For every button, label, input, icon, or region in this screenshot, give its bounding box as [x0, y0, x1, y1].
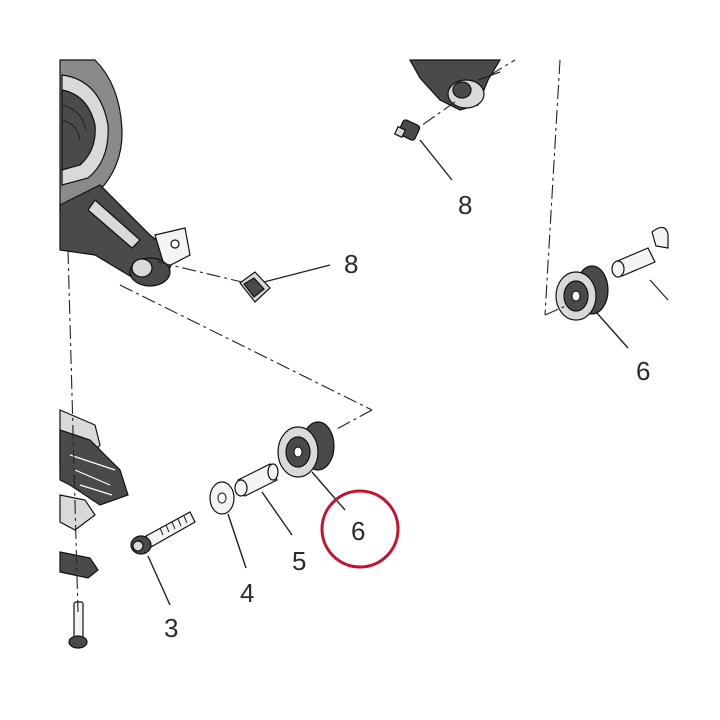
centerlines — [67, 59, 569, 613]
leader-3 — [147, 555, 171, 606]
upper-arm-fragment — [408, 59, 502, 111]
leader-6-right — [595, 311, 629, 349]
part-5-spacer — [234, 463, 279, 497]
callout-8-top: 8 — [458, 190, 472, 220]
callout-8-left: 8 — [344, 249, 358, 279]
leader-6-highlighted — [311, 471, 346, 511]
callout-5: 5 — [292, 546, 306, 576]
leader-4 — [227, 513, 247, 569]
housing-arm-assembly — [59, 59, 191, 287]
leader-8-top — [419, 139, 453, 181]
part-6-roller — [277, 421, 335, 478]
lower-frame-fragment — [59, 409, 129, 579]
callout-6-right: 6 — [636, 356, 650, 386]
right-roller-assembly — [555, 226, 669, 321]
callout-4: 4 — [240, 578, 254, 608]
part-8-clip-top — [393, 119, 421, 141]
bottom-screw — [68, 601, 88, 649]
callout-6-highlighted: 6 — [351, 516, 365, 546]
highlight-circle — [320, 489, 400, 569]
part-4-washer — [209, 481, 235, 515]
part-8-clip-left — [239, 271, 271, 303]
part-3-bolt — [130, 511, 196, 555]
leader-8-left — [263, 264, 331, 283]
leader-5 — [261, 491, 293, 536]
callout-3: 3 — [164, 613, 178, 643]
